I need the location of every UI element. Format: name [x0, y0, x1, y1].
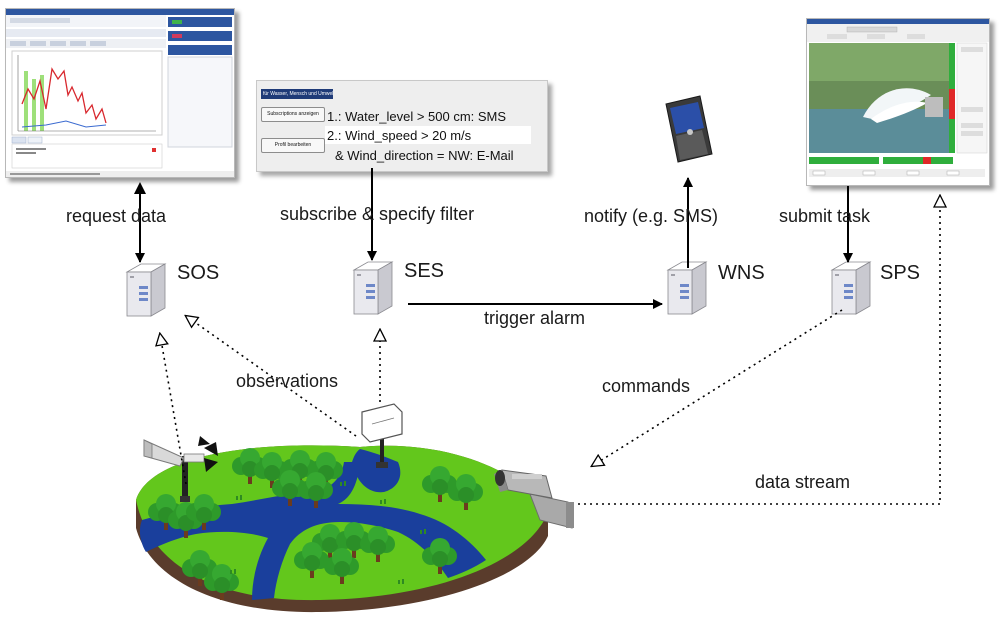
subscribe-label: subscribe & specify filter	[280, 204, 475, 224]
edit-profile-button[interactable]: Profil bearbeiten	[261, 138, 325, 153]
river	[139, 462, 487, 600]
camera-icon	[494, 469, 574, 529]
ses-panel-title: für Wasser, Mensch und Umwelt	[261, 89, 333, 99]
observation-weather-arrow	[160, 334, 187, 485]
commands-label: commands	[602, 376, 691, 396]
weather-station-icon	[143, 436, 218, 502]
sps-client-ui	[807, 19, 989, 177]
water-gauge-icon	[361, 403, 403, 468]
data-stream-arrow	[578, 196, 940, 505]
filter-rule-2: 2.: Wind_speed > 20 m/s	[327, 128, 472, 143]
trigger-alarm-label: trigger alarm	[484, 308, 586, 328]
sps-client-screenshot	[806, 18, 990, 186]
phone-icon	[665, 95, 713, 163]
sos-client-screenshot	[5, 8, 235, 178]
ses-subscription-panel: für Wasser, Mensch und Umwelt Subscripti…	[256, 80, 548, 172]
sps-label: SPS	[880, 262, 921, 284]
commands-arrow	[592, 309, 843, 466]
data-stream-label: data stream	[755, 472, 851, 492]
subscriptions-button[interactable]: Subscriptions anzeigen	[261, 107, 325, 122]
wns-server-icon	[667, 261, 707, 315]
filter-rule-3: & Wind_direction = NW: E-Mail	[335, 148, 514, 163]
sos-label: SOS	[177, 262, 220, 284]
request-data-label: request data	[66, 206, 167, 226]
filter-rule-2-highlight	[325, 126, 531, 144]
sps-server-icon	[831, 261, 871, 315]
wns-label: WNS	[718, 262, 765, 284]
filter-rule-1: 1.: Water_level > 500 cm: SMS	[327, 109, 507, 124]
ses-server-icon	[353, 261, 393, 315]
observations-label: observations	[236, 371, 339, 391]
sos-server-icon	[126, 263, 166, 317]
notify-label: notify (e.g. SMS)	[584, 206, 719, 226]
ses-label: SES	[404, 260, 445, 282]
sos-client-ui	[6, 9, 234, 177]
submit-task-label: submit task	[779, 206, 871, 226]
